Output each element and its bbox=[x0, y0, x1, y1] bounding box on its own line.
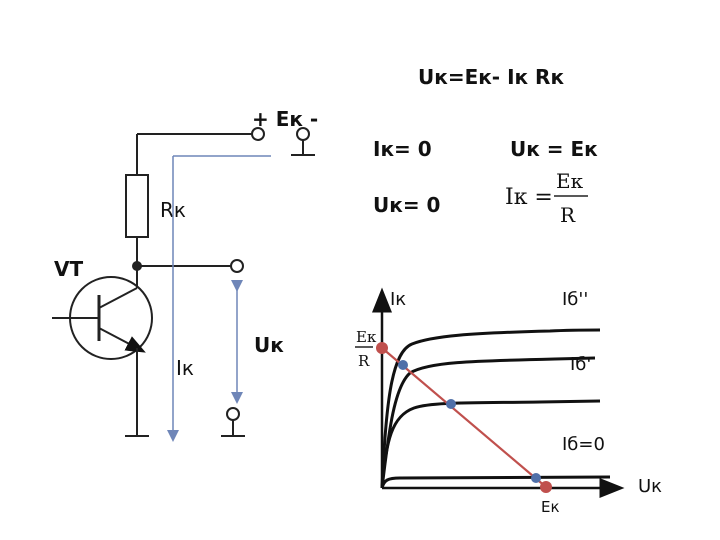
ik-fraction-formula: Iк = Eк R bbox=[505, 169, 588, 227]
transistor-label: VT bbox=[54, 257, 83, 281]
resistor-rk bbox=[125, 174, 149, 238]
voltage-label: Uк bbox=[254, 333, 284, 357]
supply-minus-terminal bbox=[296, 127, 310, 141]
operating-point-ib-middle bbox=[446, 399, 456, 409]
operating-point-ib-zero bbox=[531, 473, 541, 483]
collector-internal bbox=[98, 287, 138, 309]
circuit: + Eк - Rк VT Iк Uк bbox=[52, 107, 318, 442]
emitter-internal bbox=[98, 327, 146, 353]
supply-label: + Eк - bbox=[252, 107, 318, 131]
y-intercept-numerator: Eк bbox=[356, 328, 377, 346]
current-label: Iк bbox=[176, 356, 194, 380]
ik-zero-formula: Iк= 0 bbox=[373, 137, 432, 161]
curve-label-ib-zero: Iб=0 bbox=[562, 434, 605, 455]
ik-fraction-denominator: R bbox=[560, 203, 576, 227]
supply-plus-terminal bbox=[251, 127, 265, 141]
main-formula: Uк=Eк- Iк Rк bbox=[418, 65, 564, 89]
curve-ib-double-prime bbox=[380, 328, 601, 489]
load-line-y-intercept-point bbox=[376, 342, 388, 354]
ik-fraction-numerator: Eк bbox=[556, 169, 584, 193]
operating-point-ib-prime bbox=[398, 360, 408, 370]
load-line-x-intercept-point bbox=[540, 481, 552, 493]
output-terminal-bottom bbox=[226, 407, 240, 421]
output-terminal-top bbox=[230, 259, 244, 273]
curve-ib-zero bbox=[380, 475, 611, 489]
curve-label-ib-prime: Iб' bbox=[570, 354, 591, 375]
y-axis-label: Iк bbox=[390, 289, 406, 310]
uk-equals-ek-formula: Uк = Eк bbox=[510, 137, 598, 161]
ik-fraction-lhs: Iк = bbox=[505, 185, 553, 210]
output-characteristics: Iк Uк Eк R Iб'' Iб' Iб=0 Eк bbox=[355, 287, 662, 516]
curve-ib-middle bbox=[380, 399, 601, 489]
load-line bbox=[381, 347, 547, 488]
x-axis-label: Uк bbox=[638, 476, 662, 497]
y-intercept-denominator: R bbox=[358, 352, 370, 370]
uk-zero-formula: Uк= 0 bbox=[373, 193, 440, 217]
curve-label-ib-double-prime: Iб'' bbox=[562, 289, 588, 310]
curve-ib-prime bbox=[380, 356, 596, 489]
x-intercept-label: Eк bbox=[541, 498, 560, 516]
